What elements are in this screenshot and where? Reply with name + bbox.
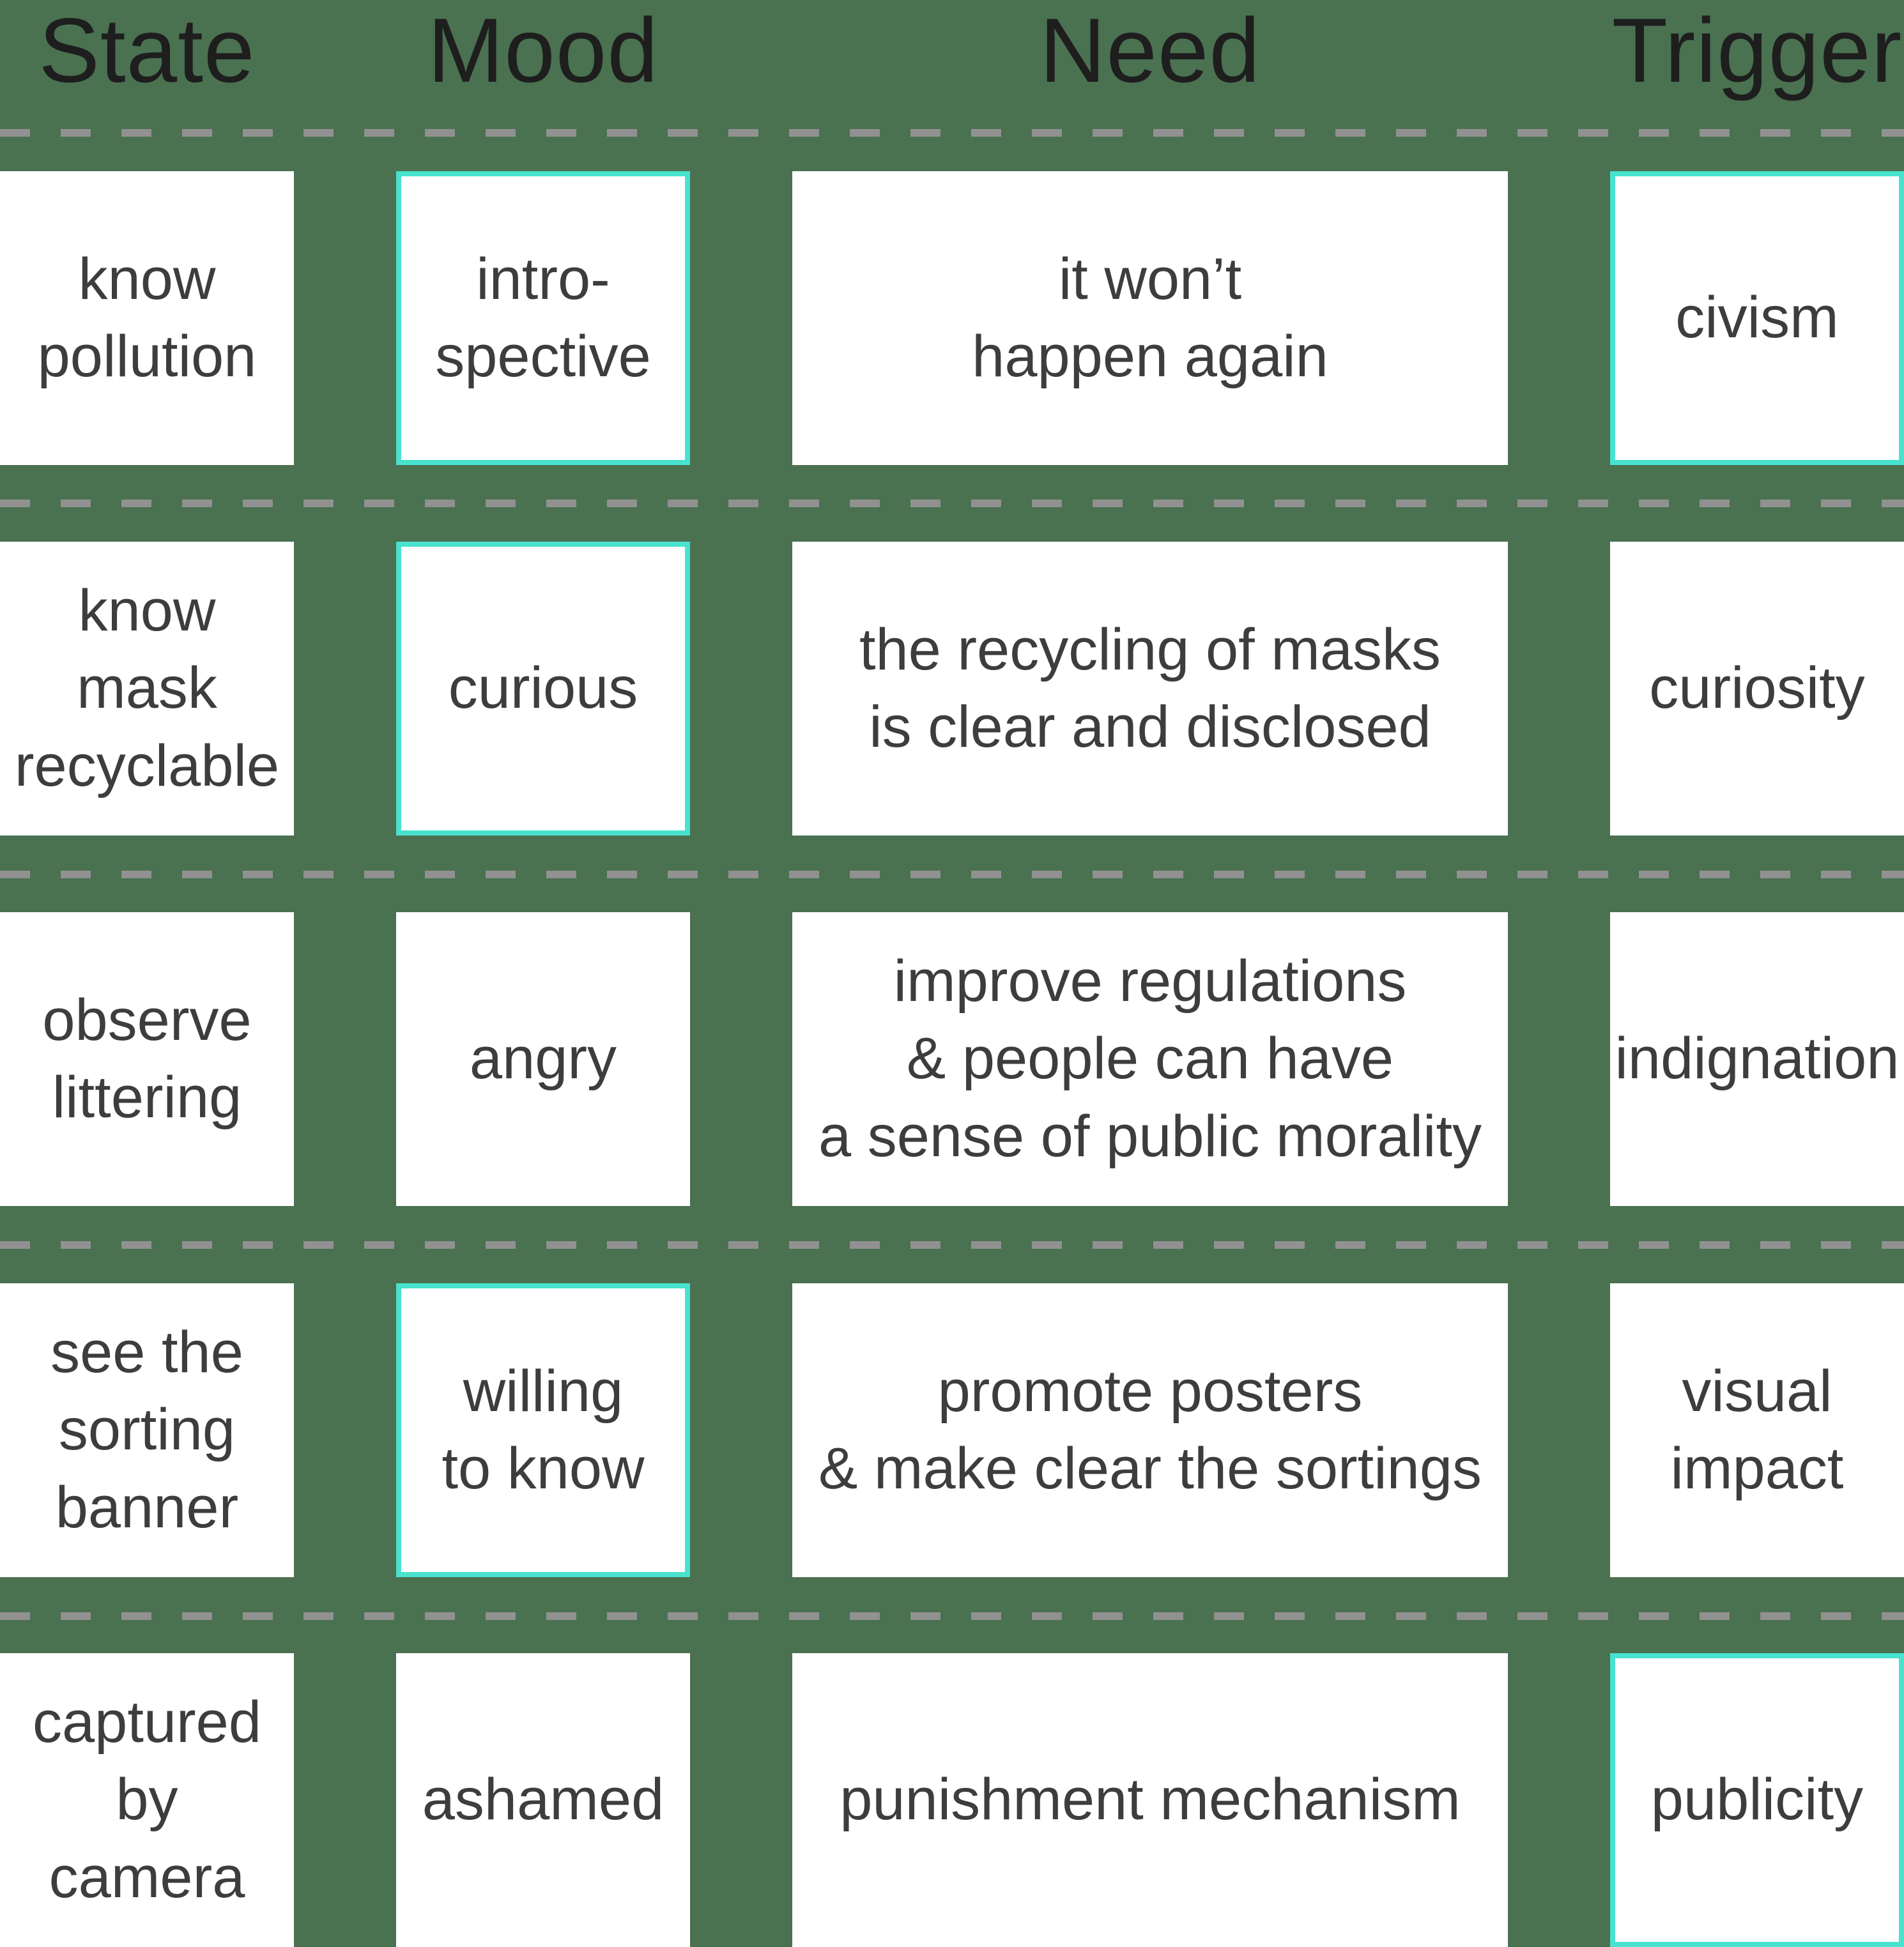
row-separator (0, 500, 1904, 507)
state-card-row4: see the sorting banner (0, 1283, 294, 1577)
mood-card-row2: curious (396, 542, 690, 836)
row-separator (0, 1612, 1904, 1620)
mood-card-row1: intro- spective (396, 171, 690, 465)
state-card-row2: know mask recyclable (0, 542, 294, 836)
mood-card-row5: ashamed (396, 1653, 690, 1947)
need-card-row4: promote posters & make clear the sorting… (792, 1283, 1508, 1577)
row-separator (0, 1241, 1904, 1249)
row-separator (0, 129, 1904, 137)
row-separator (0, 871, 1904, 878)
trigger-card-row5: publicity (1610, 1653, 1904, 1947)
mood-card-row4: willing to know (396, 1283, 690, 1577)
trigger-card-row4: visual impact (1610, 1283, 1904, 1577)
state-card-row3: observe littering (0, 912, 294, 1206)
column-header-trigger: Trigger (1611, 0, 1903, 102)
state-card-row5: captured by camera (0, 1653, 294, 1947)
trigger-card-row3: indignation (1610, 912, 1904, 1206)
need-card-row2: the recycling of masks is clear and disc… (792, 542, 1508, 836)
need-card-row1: it won’t happen again (792, 171, 1508, 465)
trigger-card-row1: civism (1610, 171, 1904, 465)
trigger-card-row2: curiosity (1610, 542, 1904, 836)
column-header-need: Need (1040, 0, 1261, 102)
mood-card-row3: angry (396, 912, 690, 1206)
need-card-row3: improve regulations & people can have a … (792, 912, 1508, 1206)
column-header-mood: Mood (427, 0, 659, 102)
state-card-row1: know pollution (0, 171, 294, 465)
column-header-state: State (38, 0, 256, 102)
need-card-row5: punishment mechanism (792, 1653, 1508, 1947)
